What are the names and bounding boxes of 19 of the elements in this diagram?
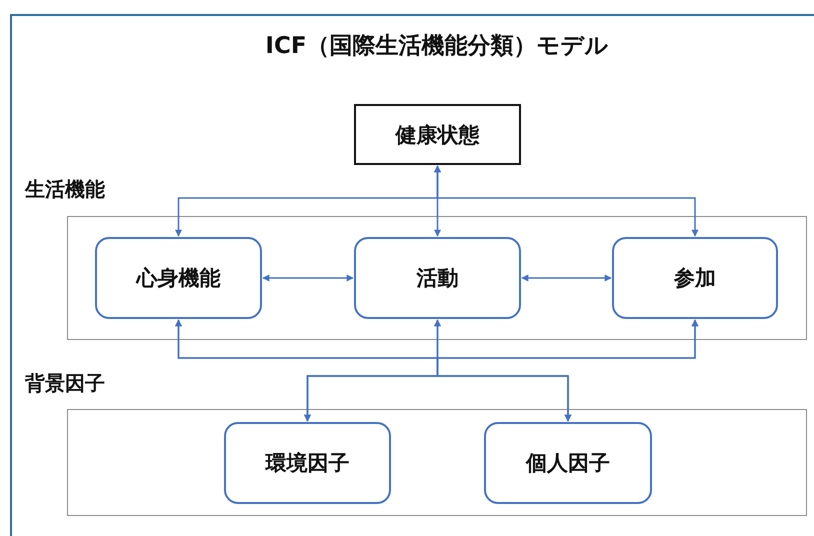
- connector-arrow: [262, 274, 354, 282]
- group-heading: 生活機能: [25, 176, 105, 203]
- connector-arrow: [436, 319, 698, 422]
- node-label: 個人因子: [526, 450, 610, 477]
- rounded-box: [484, 422, 652, 504]
- node-label: 心身機能: [136, 265, 220, 292]
- diagram-title: ICF（国際生活機能分類）モデル: [264, 32, 610, 61]
- connector-arrow: [521, 274, 612, 282]
- rounded-box: [224, 422, 391, 504]
- node-label: 健康状態: [396, 122, 480, 148]
- state-box: [354, 104, 521, 165]
- node-label: 活動: [416, 265, 458, 292]
- node-label: 環境因子: [266, 450, 350, 477]
- rounded-box: [354, 237, 521, 319]
- rounded-box: [95, 237, 262, 319]
- node-label: 参加: [674, 265, 716, 292]
- rounded-box: [612, 237, 778, 319]
- connector-arrow: [434, 165, 698, 237]
- group-heading: 背景因子: [25, 370, 105, 397]
